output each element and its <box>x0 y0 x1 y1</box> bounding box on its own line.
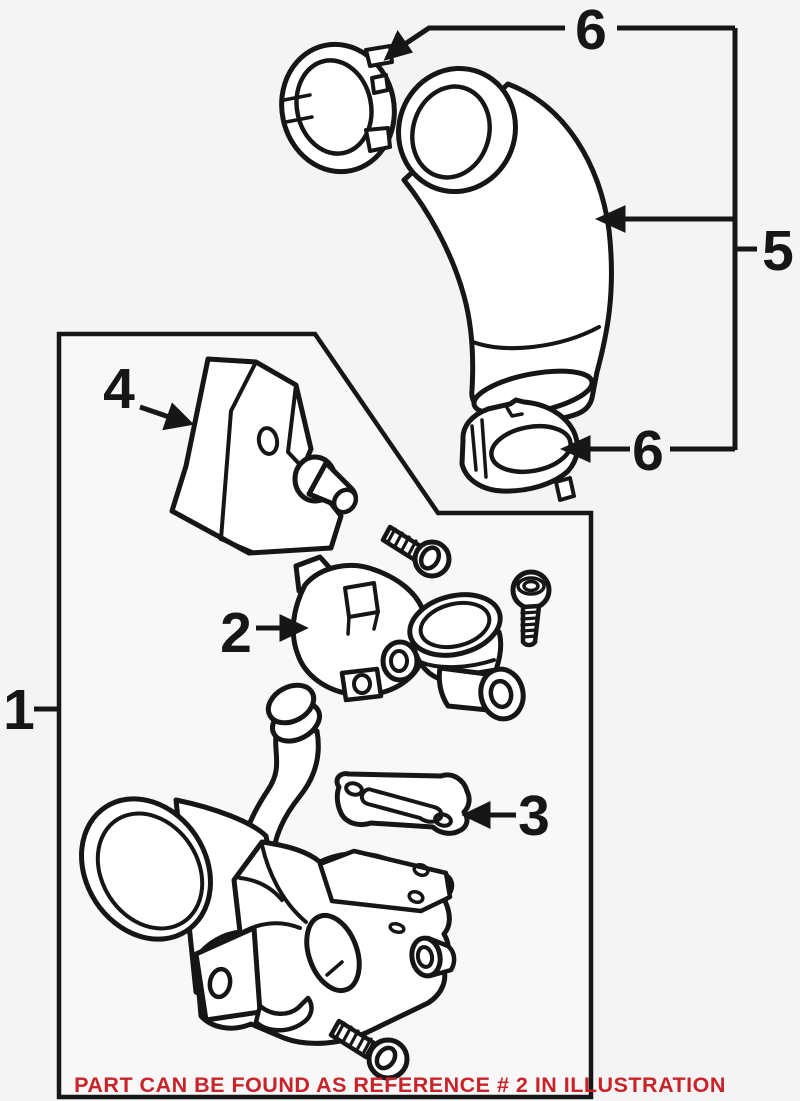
housing-flange <box>317 848 453 914</box>
hose-clamp-lower <box>459 397 580 502</box>
hose-mouth-bore <box>410 84 492 180</box>
valve-tab <box>339 666 384 703</box>
air-hose <box>396 65 614 424</box>
valve-assembly <box>290 554 526 722</box>
valve-outlet-rim <box>478 666 526 722</box>
callout-lines <box>34 25 757 829</box>
callout-4: 4 <box>103 357 135 421</box>
valve-inlet-rim <box>407 592 503 658</box>
callout-2: 2 <box>220 601 252 665</box>
callout-3: 3 <box>518 784 550 848</box>
bracket-stub-tip <box>331 487 359 515</box>
valve-boss <box>343 581 380 619</box>
gasket <box>334 771 472 836</box>
reference-note: PART CAN BE FOUND AS REFERENCE # 2 IN IL… <box>74 1073 726 1097</box>
hose-clamp-upper <box>279 41 397 175</box>
callout-6-upper: 6 <box>575 0 607 62</box>
housing-hook <box>253 995 314 1033</box>
bolt-upper <box>380 524 452 579</box>
bracket-hole <box>256 426 280 456</box>
main-assembly <box>79 682 457 1046</box>
valve-side-port <box>380 639 420 683</box>
pipe-cap <box>265 682 317 726</box>
callout-1: 1 <box>3 678 35 742</box>
bolt-bottom <box>328 1018 410 1081</box>
bolt-right <box>510 569 552 648</box>
callout-6-lower: 6 <box>632 419 664 483</box>
shield-bracket <box>169 356 359 556</box>
callout-5: 5 <box>762 219 794 283</box>
housing-opening <box>304 912 362 994</box>
callout-numbers: 1 2 3 4 5 6 6 <box>3 0 794 848</box>
